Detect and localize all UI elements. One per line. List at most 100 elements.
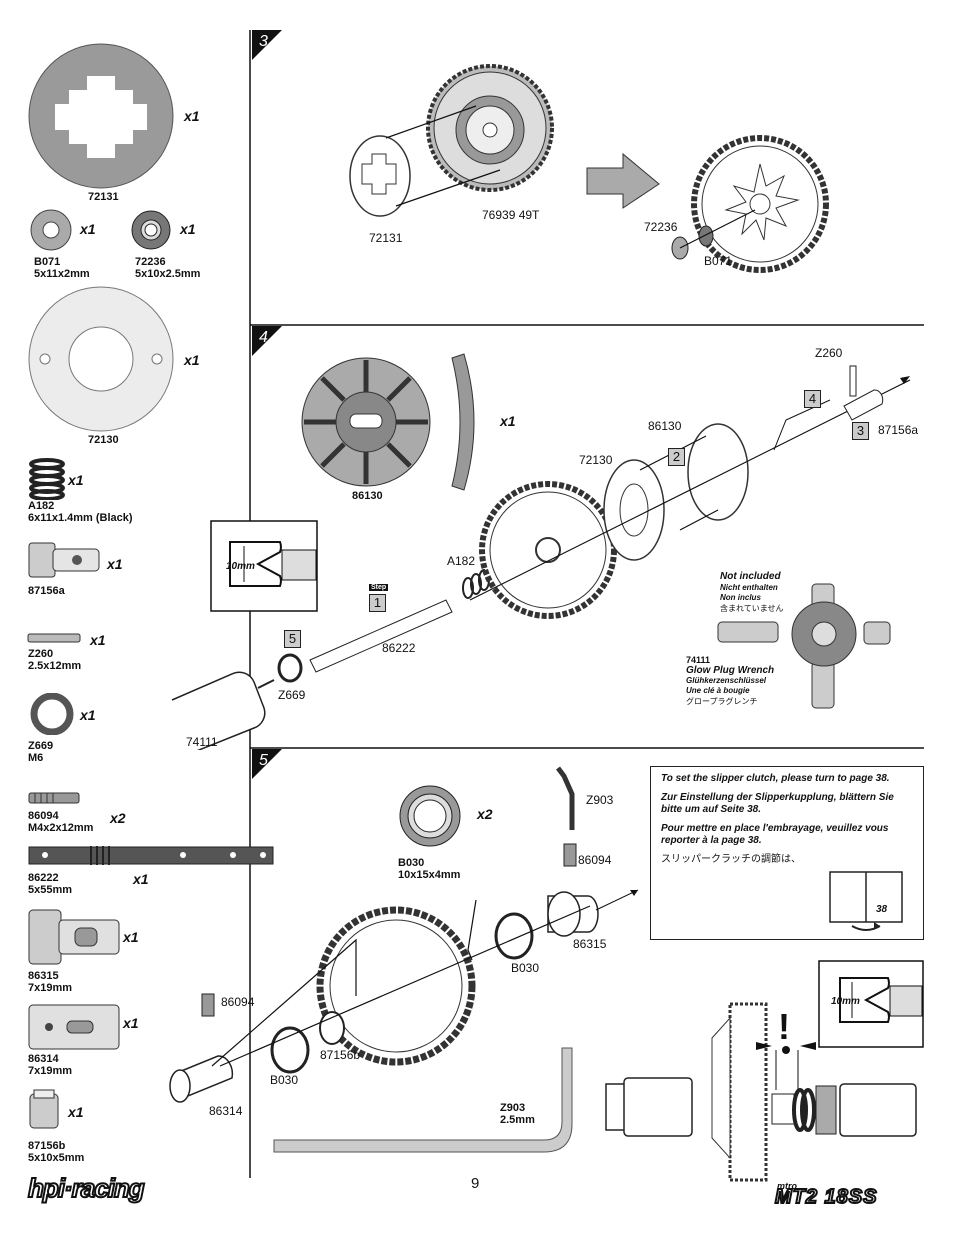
s5-assembly-image xyxy=(169,766,639,1103)
s5-allen-key-Z903-image xyxy=(273,1047,573,1153)
s5-label-Z903: Z903 xyxy=(586,793,614,807)
s4-label-A182: A182 xyxy=(447,554,476,568)
s4-wrench-name-fr: Une clé à bougie xyxy=(686,686,750,695)
s4-label-87156a: 87156a xyxy=(878,423,919,437)
s5-label-B030a: B030 xyxy=(511,961,540,975)
page-number: 9 xyxy=(471,1175,480,1192)
s5-manual-book-icon xyxy=(829,871,903,931)
s4-wrench-name-en: Glow Plug Wrench xyxy=(686,665,775,676)
code-Z260: Z260 xyxy=(28,648,54,660)
s4-not-included-jp: 含まれていません xyxy=(720,604,784,613)
s5-label-86094b: 86094 xyxy=(221,995,255,1009)
size-87156b: 5x10x5mm xyxy=(28,1152,85,1164)
code-86222: 86222 xyxy=(28,872,59,884)
size-A182: 6x11x1.4mm (Black) xyxy=(28,512,133,524)
qty-86094: x2 xyxy=(110,810,126,826)
setscrew-86094-image xyxy=(28,792,80,804)
s4-wrench-size: 10mm xyxy=(226,561,255,572)
s5-size-Z903: 2.5mm xyxy=(500,1114,535,1126)
product-logo: MT2 18SS xyxy=(774,1185,878,1209)
s4-not-included-fr: Non inclus xyxy=(720,593,761,602)
s4-assembly-image xyxy=(171,365,911,750)
spring-A182-image xyxy=(29,458,65,500)
step-5-number: 5 xyxy=(259,752,268,769)
hpi-racing-logo: hpi·racing xyxy=(27,1172,146,1204)
qty-72131: x1 xyxy=(184,108,200,124)
shaft-86222-image xyxy=(28,846,274,865)
outdrive-86315-image xyxy=(28,909,120,965)
nut-Z669-image xyxy=(30,693,74,735)
s5-size-B030: 10x15x4mm xyxy=(398,869,461,881)
size-86315: 7x19mm xyxy=(28,982,73,994)
s5-label-87156b: 87156b xyxy=(320,1048,361,1062)
collar-87156a-image xyxy=(28,542,100,578)
qty-87156b: x1 xyxy=(68,1104,84,1120)
qty-86222: x1 xyxy=(133,871,149,887)
s4-code-86130: 86130 xyxy=(352,490,383,502)
pin-Z260-image xyxy=(27,633,81,643)
step3-result-gear-image xyxy=(671,135,829,273)
s4-not-included-title: Not included xyxy=(720,571,781,582)
qty-86315: x1 xyxy=(123,929,139,945)
size-B071: 5x11x2mm xyxy=(34,268,90,280)
s5-wrench-10mm-box xyxy=(818,960,924,1048)
code-72131: 72131 xyxy=(88,191,119,203)
size-86094: M4x2x12mm xyxy=(28,822,94,834)
qty-72236: x1 xyxy=(180,221,196,237)
s5-label-B030b: B030 xyxy=(270,1073,299,1087)
s5-code-Z903: Z903 xyxy=(500,1102,526,1114)
slipper-plate-72130-image xyxy=(28,286,174,432)
s5-note-jp: スリッパークラッチの調節は、 xyxy=(661,854,801,865)
size-86314: 7x19mm xyxy=(28,1065,73,1077)
qty-87156a: x1 xyxy=(107,556,123,572)
s3-label-72131: 72131 xyxy=(369,231,403,245)
code-A182: A182 xyxy=(28,500,55,512)
code-B071: B071 xyxy=(34,256,61,268)
outdrive-86314-image xyxy=(28,1004,120,1050)
s5-finished-assembly-image xyxy=(605,1002,917,1182)
s4-glow-plug-wrench-image xyxy=(717,583,891,709)
qty-B071: x1 xyxy=(80,221,96,237)
qty-Z669: x1 xyxy=(80,707,96,723)
s4-label-74111: 74111 xyxy=(186,735,218,749)
step-3-number: 3 xyxy=(259,33,268,50)
s5-wrench-size: 10mm xyxy=(831,996,860,1007)
s3-label-72236: 72236 xyxy=(644,220,678,234)
s4-wrench-code: 74111 xyxy=(686,655,711,665)
collar-87156b-image xyxy=(29,1089,59,1129)
qty-72130: x1 xyxy=(184,352,200,368)
size-86222: 5x55mm xyxy=(28,884,73,896)
size-Z260: 2.5x12mm xyxy=(28,660,82,672)
size-72236: 5x10x2.5mm xyxy=(135,268,201,280)
s5-code-B030: B030 xyxy=(398,857,425,869)
code-86315: 86315 xyxy=(28,970,59,982)
s4-qty-86130: x1 xyxy=(500,413,516,429)
s5-label-86094a: 86094 xyxy=(578,853,612,867)
code-72236: 72236 xyxy=(135,256,166,268)
s5-slipper-note: To set the slipper clutch, please turn t… xyxy=(650,766,924,940)
s5-label-86314: 86314 xyxy=(209,1104,243,1118)
s3-label-76939: 76939 49T xyxy=(482,208,540,222)
s5-label-86315: 86315 xyxy=(573,937,607,951)
s4-label-86222: 86222 xyxy=(382,641,416,655)
s4-order-box-3: 3 xyxy=(852,422,869,440)
s4-wrench-name-de: Glühkerzenschlüssel xyxy=(686,676,767,685)
qty-Z260: x1 xyxy=(90,632,106,648)
size-Z669: M6 xyxy=(28,752,44,764)
s4-order-box-5: 5 xyxy=(284,630,301,648)
qty-86314: x1 xyxy=(123,1015,139,1031)
s4-order-box-1: 1 xyxy=(369,594,386,612)
s4-step-tag: Step xyxy=(369,584,389,591)
s5-note-de: Zur Einstellung der Slipperkupplung, blä… xyxy=(661,792,894,815)
step-4-number: 4 xyxy=(259,329,268,346)
step3-gear-assembly-image xyxy=(349,64,554,217)
washer-B071-image xyxy=(30,209,72,251)
s4-label-72130: 72130 xyxy=(579,453,613,467)
code-86314: 86314 xyxy=(28,1053,59,1065)
qty-A182: x1 xyxy=(68,472,84,488)
s4-label-Z669: Z669 xyxy=(278,688,306,702)
s5-qty-B030: x2 xyxy=(477,806,493,822)
s5-note-page: 38 xyxy=(876,904,888,915)
s5-note-fr: Pour mettre en place l'embrayage, veuill… xyxy=(661,823,889,846)
s4-order-box-4: 4 xyxy=(804,390,821,408)
